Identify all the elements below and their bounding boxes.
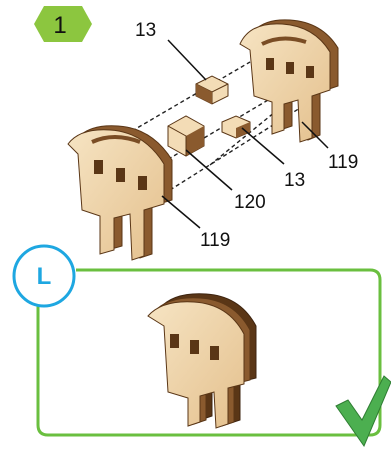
checkmark-icon: [335, 375, 391, 448]
step-badge-shape: [34, 6, 92, 42]
assembled-piece: [147, 293, 257, 429]
result-panel: L: [12, 244, 391, 448]
left-house-piece: [67, 125, 173, 261]
callout-label: 13: [284, 170, 305, 191]
center-block-piece: [167, 115, 205, 157]
callout-label: 120: [234, 192, 266, 213]
step-badge: 1: [34, 6, 92, 42]
small-peg-piece: [221, 115, 251, 139]
right-house-piece: [239, 19, 339, 143]
result-badge: [12, 244, 76, 308]
leader-lines: [161, 39, 329, 229]
step-number: 1: [53, 12, 66, 39]
callout-label: 119: [200, 230, 230, 251]
top-peg-piece: [195, 75, 229, 105]
callout-label: 119: [328, 152, 358, 173]
callout-label: 13: [135, 20, 156, 41]
result-badge-letter: L: [37, 263, 52, 290]
result-frame: [36, 268, 382, 437]
